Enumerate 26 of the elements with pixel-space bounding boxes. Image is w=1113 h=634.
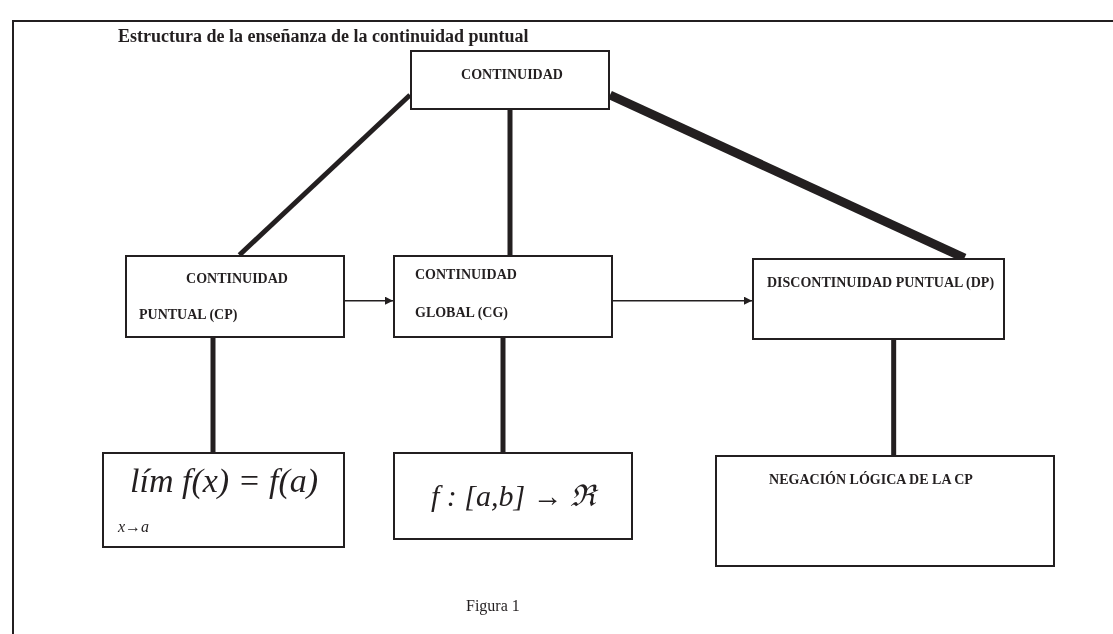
concept-box	[715, 455, 1055, 567]
math-formula: f : [a,b] → ℜ	[431, 478, 596, 514]
box-label: DISCONTINUIDAD PUNTUAL (DP)	[765, 274, 996, 292]
box-label: GLOBAL (CG)	[415, 305, 508, 321]
diagram-title: Estructura de la enseñanza de la continuidad puntual	[118, 26, 529, 47]
box-label: PUNTUAL (CP)	[139, 307, 238, 323]
connector-line	[210, 338, 216, 452]
connector-line	[891, 340, 897, 455]
connector-line	[507, 110, 513, 255]
math-formula: lím f(x) = f(a)	[130, 462, 319, 500]
figure-caption: Figura 1	[466, 597, 520, 615]
limit-subscript: x→a	[118, 518, 150, 536]
concept-box	[410, 50, 610, 110]
formula-box	[393, 452, 633, 540]
box-label: CONTINUIDAD	[460, 67, 564, 83]
connector-line	[237, 93, 412, 257]
box-label: CONTINUIDAD	[185, 271, 289, 287]
box-label: NEGACIÓN LÓGICA DE LA CP	[768, 471, 974, 489]
connector-line	[500, 338, 506, 452]
concept-box	[393, 255, 613, 338]
arrow	[344, 296, 394, 305]
concept-box	[752, 258, 1005, 340]
box-label: CONTINUIDAD	[415, 267, 517, 283]
arrow	[612, 296, 753, 305]
formula-box	[102, 452, 345, 548]
concept-box	[125, 255, 345, 338]
